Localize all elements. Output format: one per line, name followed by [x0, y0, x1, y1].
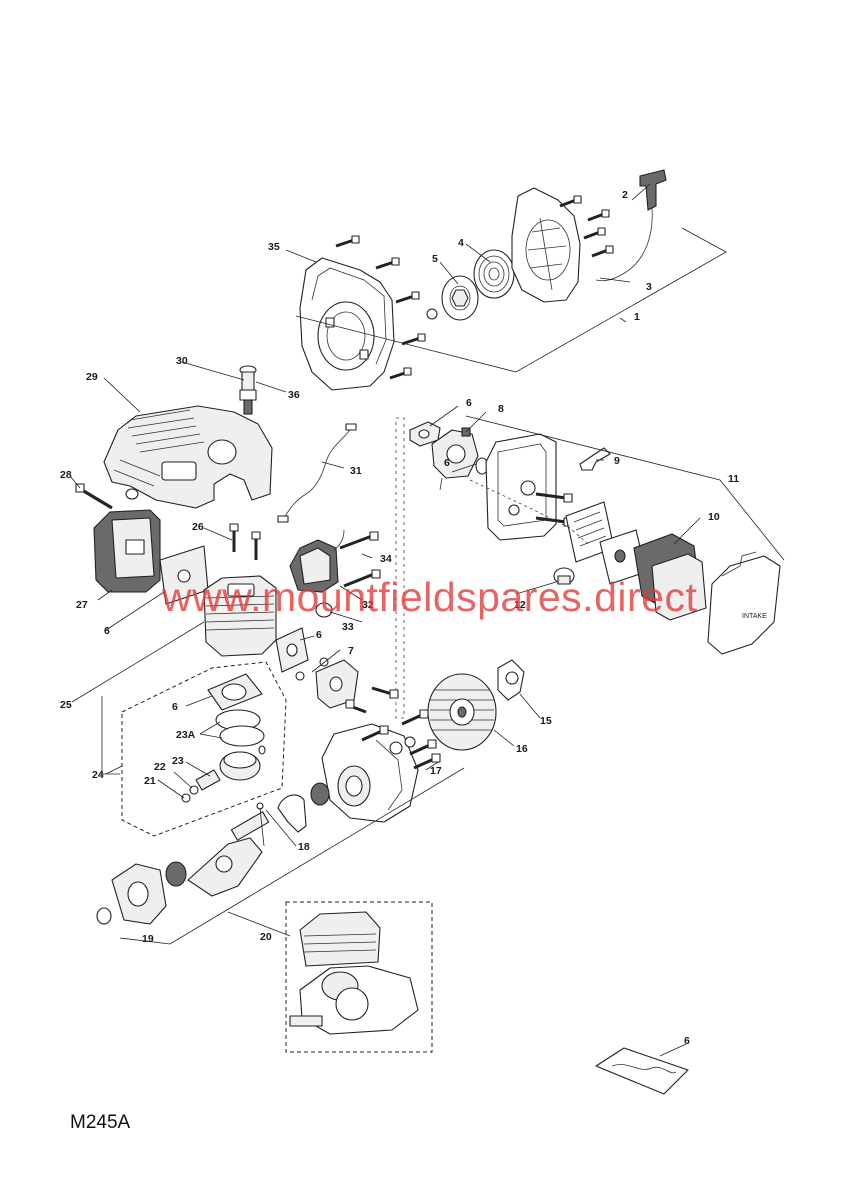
callout-4: 4 — [458, 237, 464, 249]
crank-bearing — [310, 782, 330, 806]
spark-plug-part-30 — [239, 365, 257, 415]
filter-elements-part-10 — [633, 533, 707, 621]
callout-30: 30 — [176, 355, 188, 367]
oil-seal — [96, 907, 112, 925]
callout-6-base-gasket: 6 — [172, 701, 178, 713]
circlip-right — [258, 745, 266, 755]
starter-handle-part-2 — [639, 169, 667, 211]
piston-kit-outline-part-24 — [121, 661, 287, 837]
callout-6-intake-gasket: 6 — [316, 629, 322, 641]
crank-bearing-left — [165, 861, 187, 887]
callout-26: 26 — [192, 521, 204, 533]
intake-manifold-part-7 — [295, 657, 359, 709]
spacer-part-33 — [315, 602, 333, 618]
lead-terminal-top — [345, 423, 357, 431]
bolts-part-26 — [229, 523, 261, 560]
starter-spring-part-4 — [473, 249, 515, 299]
callout-23a: 23A — [176, 729, 196, 741]
diagram-code-label: M245A — [70, 1112, 131, 1133]
callout-22: 22 — [154, 761, 166, 773]
callout-3: 3 — [646, 281, 652, 293]
callout-23: 23 — [172, 755, 184, 767]
callout-5: 5 — [432, 253, 438, 265]
callout-29: 29 — [86, 371, 98, 383]
cover-screws — [559, 195, 614, 258]
callout-31: 31 — [350, 465, 362, 477]
short-block-outline-part-20 — [285, 901, 433, 1053]
callout-34: 34 — [380, 553, 392, 565]
piston-part-23 — [219, 751, 261, 781]
callout-6-grease: 6 — [684, 1035, 690, 1047]
housing-bolts — [335, 235, 426, 380]
callout-27: 27 — [76, 599, 88, 611]
callout-24: 24 — [92, 769, 104, 781]
choke-lever-part-9 — [579, 447, 611, 471]
short-block-assembly-part-20 — [289, 911, 419, 1035]
callout-32: 32 — [362, 599, 374, 611]
starter-cover-part-1 — [511, 187, 581, 303]
cylinder-part-25 — [203, 575, 277, 657]
ignition-pickup-part-15 — [497, 659, 525, 701]
bearing-part-21 — [181, 793, 191, 803]
lead-terminal-bottom — [277, 515, 289, 523]
filter-cover-part-11: INTAKE — [707, 551, 781, 655]
callout-11: 11 — [728, 473, 739, 485]
intake-label: INTAKE — [742, 613, 767, 620]
crankcase-screws — [361, 709, 441, 770]
seal-plate-part-18 — [256, 794, 307, 833]
crankshaft-part-19 — [187, 811, 270, 897]
callout-labels: 1 2 3 4 5 6 6 6 6 6 6 7 8 9 10 11 12 15 … — [60, 189, 739, 1047]
muffler-gasket-part-6 — [159, 545, 209, 605]
muffler-part-27 — [93, 509, 161, 593]
flywheel-part-16 — [427, 673, 497, 751]
ignition-lead-part-31 — [283, 429, 351, 519]
callout-18: 18 — [298, 841, 310, 853]
callout-36: 36 — [288, 389, 300, 401]
callout-8: 8 — [498, 403, 504, 415]
callout-25: 25 — [60, 699, 72, 711]
callout-21: 21 — [144, 775, 156, 787]
ignition-module-part-32 — [289, 529, 345, 593]
callout-9: 9 — [614, 455, 620, 467]
cylinder-cover-part-29 — [103, 405, 273, 509]
callout-15: 15 — [540, 715, 552, 727]
choke-knob-part-12 — [553, 567, 575, 585]
callout-6-carb-gasket: 6 — [466, 397, 472, 409]
starter-rope-part-3 — [595, 207, 653, 282]
ignition-screws-part-34 — [339, 531, 381, 588]
piston-rings-part-23a — [215, 709, 265, 747]
callout-6-muffler-gasket: 6 — [104, 625, 110, 637]
intake-gasket-part-6 — [275, 627, 309, 673]
callout-1: 1 — [634, 311, 640, 323]
leader-lines — [69, 183, 701, 1057]
manifold-bolts — [345, 686, 399, 714]
starter-housing-part-35 — [299, 257, 395, 391]
callout-17: 17 — [430, 765, 442, 777]
carb-axis-line — [395, 417, 405, 719]
callout-10: 10 — [708, 511, 720, 523]
callout-20: 20 — [260, 931, 272, 943]
callout-28: 28 — [60, 469, 72, 481]
callout-16: 16 — [516, 743, 528, 755]
air-filter-base-part-11 — [485, 433, 557, 541]
base-gasket-part-6 — [207, 673, 263, 711]
callout-35: 35 — [268, 241, 280, 253]
gudgeon-pin-part-23 — [195, 769, 221, 791]
crankcase-half-part-17 — [321, 723, 419, 823]
crankcase-left — [111, 863, 167, 925]
callout-19: 19 — [142, 933, 154, 945]
callout-7: 7 — [348, 645, 354, 657]
callout-12: 12 — [514, 599, 526, 611]
grease-sachet-part-6 — [595, 1047, 689, 1095]
starter-pulley-part-5 — [426, 275, 479, 321]
muffler-bolt-part-28 — [75, 483, 139, 510]
callout-6-o-ring: 6 — [444, 457, 450, 469]
callout-2: 2 — [622, 189, 628, 201]
callout-33: 33 — [342, 621, 354, 633]
